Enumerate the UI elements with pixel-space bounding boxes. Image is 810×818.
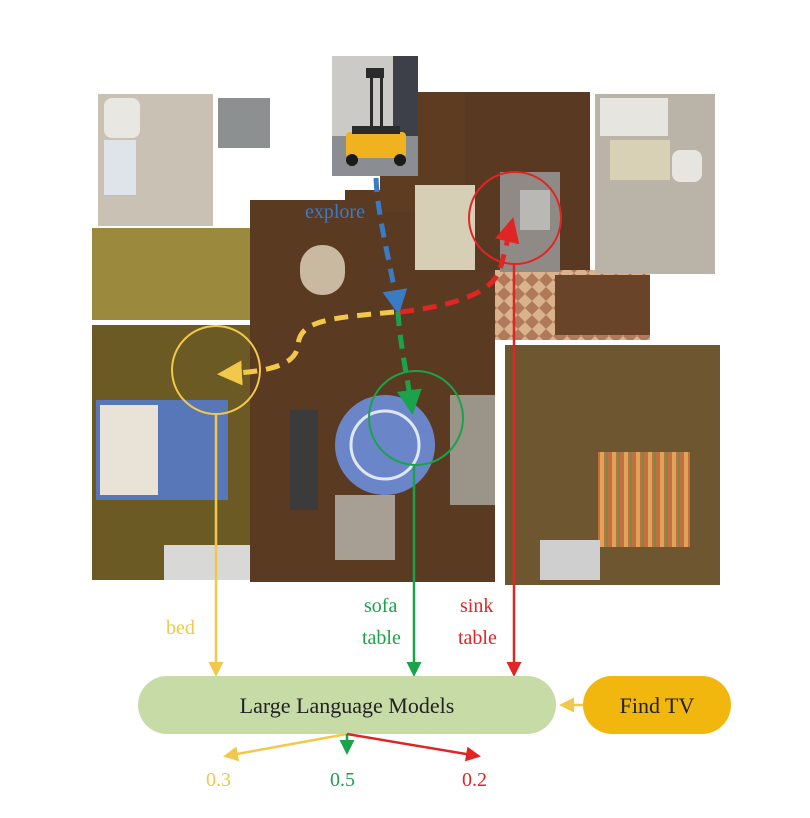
floor-plan-map <box>92 56 720 585</box>
robot-photo <box>332 56 418 176</box>
explore-label: explore <box>305 201 365 223</box>
path-to-sofa-table <box>395 311 422 415</box>
room-hallway-left <box>92 228 272 320</box>
sofa-table-label: table <box>362 627 401 649</box>
bed-right <box>598 452 690 547</box>
llm-label: Large Language Models <box>240 693 455 718</box>
robot-icon <box>346 68 406 166</box>
sofa-table-detection-circle <box>368 370 464 466</box>
sofa-label: sofa <box>364 595 397 617</box>
bed-label: bed <box>166 617 195 639</box>
task-label: Find TV <box>620 693 695 718</box>
sink-table-score: 0.2 <box>462 769 487 791</box>
path-to-bed <box>217 309 395 386</box>
exploration-paths <box>217 177 520 415</box>
path-to-sink-table <box>399 217 520 315</box>
sink-table-score-arrow <box>346 732 481 762</box>
armchair <box>335 495 395 560</box>
round-table <box>300 245 345 295</box>
sink-label: sink <box>460 595 493 617</box>
toilet-left <box>104 98 140 138</box>
sink-table-label: table <box>458 627 497 649</box>
tv-stand <box>290 410 318 510</box>
sofa <box>450 395 495 505</box>
bed-score-arrow <box>223 732 348 762</box>
dining-table <box>415 185 475 270</box>
sofa-table-score: 0.5 <box>330 769 355 791</box>
bed-score: 0.3 <box>206 769 231 791</box>
explore-path <box>373 177 408 315</box>
llm-node: Large Language Models <box>138 676 556 734</box>
task-node: Find TV <box>583 676 731 734</box>
